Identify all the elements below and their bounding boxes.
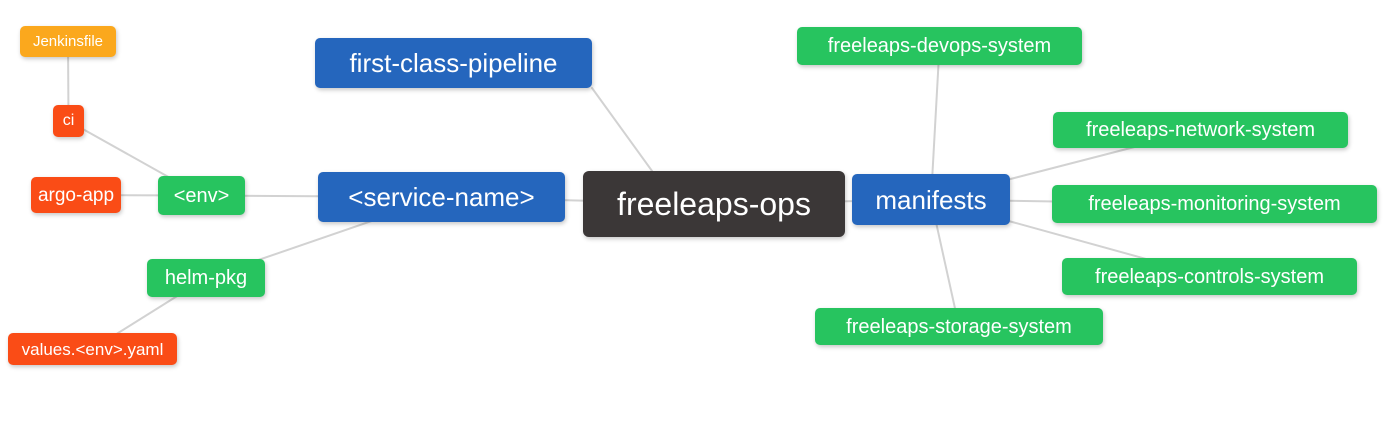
- node-controls-system[interactable]: freeleaps-controls-system: [1062, 258, 1357, 295]
- node-helm-pkg[interactable]: helm-pkg: [147, 259, 265, 297]
- edge-manifests-devops-system: [930, 45, 941, 201]
- edge-first-class-pipeline-freeleaps-ops: [591, 87, 661, 183]
- node-ci[interactable]: ci: [53, 105, 84, 137]
- node-network-system[interactable]: freeleaps-network-system: [1053, 112, 1348, 148]
- node-freeleaps-ops[interactable]: freeleaps-ops: [583, 171, 845, 237]
- node-env[interactable]: <env>: [158, 176, 245, 215]
- node-first-class-pipeline[interactable]: first-class-pipeline: [315, 38, 592, 88]
- node-values-env-yaml[interactable]: values.<env>.yaml: [8, 333, 177, 365]
- node-devops-system[interactable]: freeleaps-devops-system: [797, 27, 1082, 65]
- node-argo-app[interactable]: argo-app: [31, 177, 121, 213]
- node-service-name[interactable]: <service-name>: [318, 172, 565, 222]
- node-monitoring-system[interactable]: freeleaps-monitoring-system: [1052, 185, 1377, 223]
- node-manifests[interactable]: manifests: [852, 174, 1010, 225]
- node-storage-system[interactable]: freeleaps-storage-system: [815, 308, 1103, 345]
- node-jenkinsfile[interactable]: Jenkinsfile: [20, 26, 116, 57]
